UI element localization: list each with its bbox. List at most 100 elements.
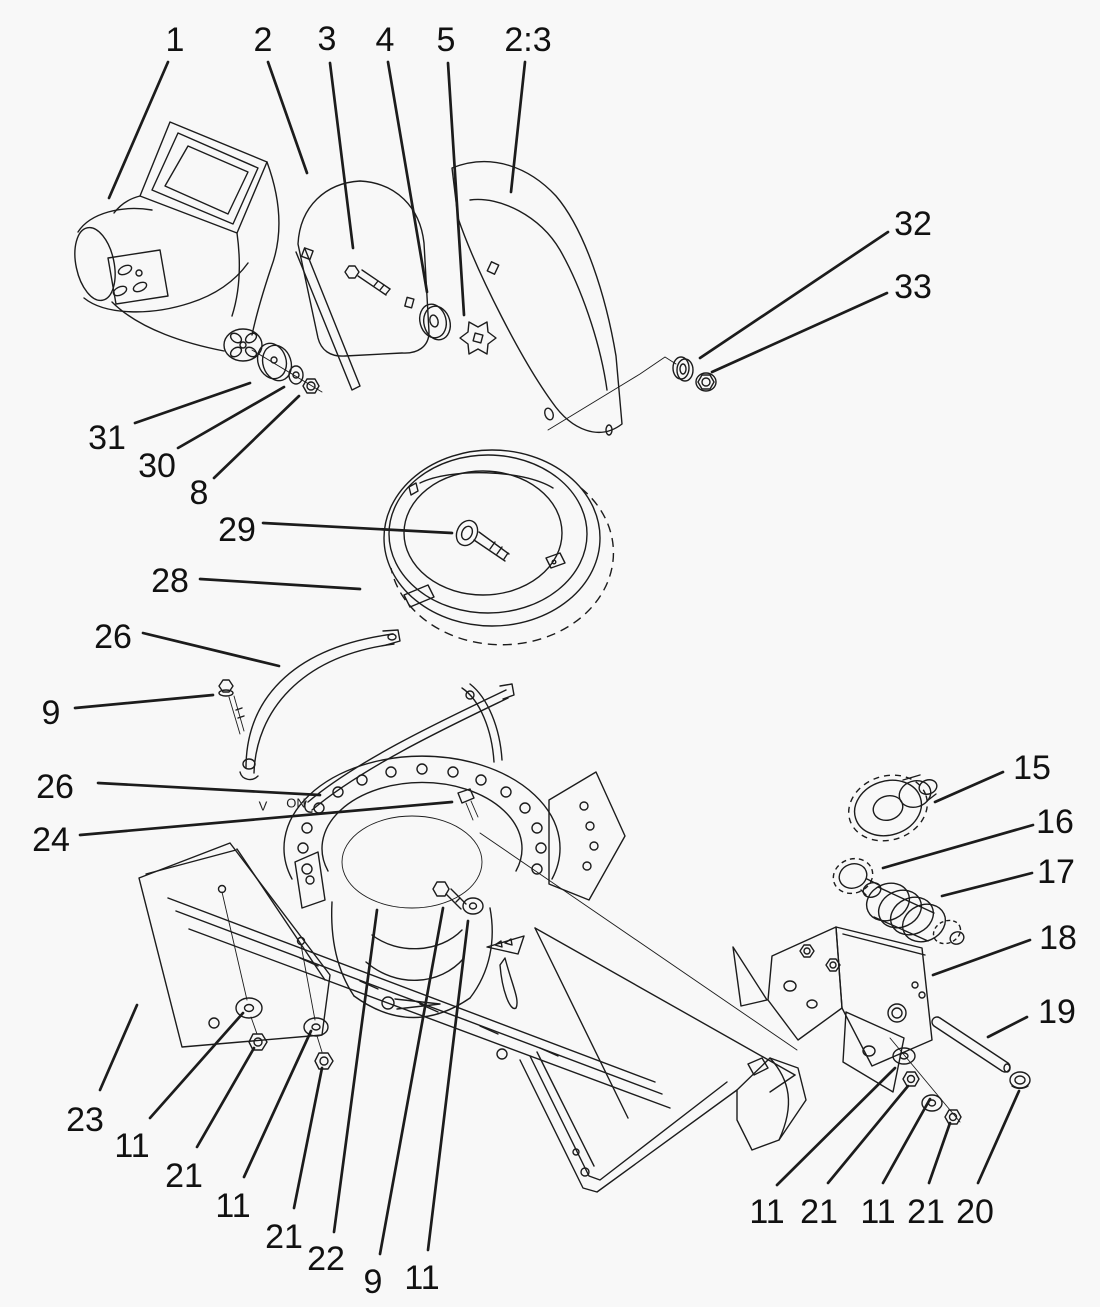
callout-16-18: 16	[1036, 803, 1074, 841]
leader-line-15-17	[933, 770, 1005, 804]
leader-line-20-34	[976, 1089, 1021, 1185]
cast-mark-1: ON	[286, 796, 306, 811]
callout-26-13: 26	[94, 618, 132, 656]
callout-11-29: 11	[404, 1259, 439, 1297]
callout-11-32: 11	[860, 1193, 895, 1231]
callout-5-4: 5	[437, 21, 456, 59]
gear-15	[847, 774, 938, 842]
part-mounting-flange-assembly	[283, 683, 626, 909]
leader-line-11-23	[148, 1011, 245, 1120]
bolt-9-upper	[218, 679, 245, 735]
bracket-18	[767, 926, 933, 1093]
bolt-9-washer-11-mid	[432, 881, 484, 915]
leader-line-21-26	[292, 1066, 324, 1210]
side-plate-23	[138, 842, 331, 1048]
washer-4	[418, 303, 452, 341]
callout-19-21: 19	[1038, 993, 1076, 1031]
leader-line-4-3	[386, 60, 429, 294]
callout-18-20: 18	[1039, 919, 1077, 957]
callout-11-25: 11	[215, 1187, 250, 1225]
leader-line-32-6	[698, 230, 890, 360]
washer-30	[288, 365, 304, 385]
hardware-washer-32-nut-33	[547, 356, 717, 431]
cap-nut-20	[1009, 1071, 1031, 1090]
warning-decal	[486, 935, 525, 1010]
callout-17-19: 17	[1037, 853, 1075, 891]
cast-mark-0: V	[259, 799, 268, 814]
callout-2-1: 2	[254, 21, 273, 59]
leader-line-11-30	[775, 1066, 897, 1187]
leader-line-22-27	[332, 908, 379, 1234]
leader-line-9-28	[378, 906, 445, 1256]
leader-line-11-25	[242, 1029, 313, 1179]
leader-line-19-21	[986, 1015, 1029, 1039]
carriage-bolt-24	[457, 788, 479, 821]
callout-32-6: 32	[894, 205, 932, 243]
callout-33-7: 33	[894, 268, 932, 306]
part-retainer-straps-26	[218, 629, 515, 813]
callout-8-10: 8	[190, 474, 209, 512]
bolt-29	[455, 519, 510, 562]
frame-rails	[167, 897, 671, 1109]
right-side-plate	[534, 927, 796, 1119]
washer-32	[672, 356, 694, 382]
flange-locknut-33	[695, 372, 717, 392]
leader-line-21-33	[927, 1121, 952, 1185]
hardware-washer-31-30-nut-8	[251, 342, 323, 394]
hardware-left-washers-nuts	[221, 891, 334, 1070]
callout-21-26: 21	[265, 1218, 303, 1256]
callout-11-23: 11	[114, 1127, 149, 1165]
leader-line-1-0	[107, 60, 170, 200]
callout-9-14: 9	[42, 694, 61, 732]
leader-line-26-13	[141, 631, 281, 668]
skid-bracket	[736, 1057, 807, 1151]
part-chute-deflector-assembly	[74, 121, 280, 362]
chute-rotor-fan	[223, 328, 263, 362]
callout-28-12: 28	[151, 562, 189, 600]
leader-line-29-11	[261, 521, 454, 535]
leader-line-3-2	[328, 61, 355, 250]
leader-line-21-24	[195, 1046, 256, 1149]
leader-line-31-8	[133, 381, 252, 425]
callout-20-34: 20	[956, 1193, 994, 1231]
shaft-19	[931, 1016, 1011, 1073]
bolt-3	[344, 265, 391, 296]
part-side-panel-2-3	[451, 160, 623, 436]
leader-line-28-12	[198, 577, 362, 591]
washer-11-left-2	[303, 1017, 329, 1037]
locknut-21-left-2	[314, 1052, 334, 1070]
leader-line-21-31	[826, 1084, 910, 1185]
star-lock-gear-5	[459, 321, 497, 355]
callout-23-22: 23	[66, 1101, 104, 1139]
leader-line-11-32	[881, 1097, 932, 1185]
leader-line-23-22	[98, 1003, 139, 1092]
callout-4-3: 4	[376, 21, 395, 59]
leader-line-24-16	[78, 800, 454, 837]
leader-line-11-29	[426, 919, 470, 1252]
callout-30-9: 30	[138, 447, 176, 485]
callout-31-8: 31	[88, 419, 126, 457]
callout-11-30: 11	[749, 1193, 784, 1231]
leader-line-5-4	[446, 61, 466, 317]
part-chute-ring-gear	[383, 449, 615, 646]
callout-24-16: 24	[32, 821, 70, 859]
part-gear-side-plate	[295, 180, 497, 391]
washer-11-left-1	[235, 997, 263, 1019]
leader-line-30-9	[176, 385, 286, 450]
callout-1-0: 1	[166, 21, 185, 59]
callout-3-2: 3	[318, 20, 337, 58]
leader-line-8-10	[212, 394, 301, 480]
leader-line-17-19	[940, 871, 1034, 898]
callout-21-33: 21	[907, 1193, 945, 1231]
callout-21-24: 21	[165, 1157, 203, 1195]
leader-line-33-7	[710, 291, 889, 374]
washer-31	[256, 342, 288, 380]
locknut-21-left-1	[248, 1033, 268, 1051]
locknut-8	[302, 378, 320, 394]
leader-line-16-18	[881, 823, 1035, 870]
leader-line-2:3-5	[509, 60, 527, 194]
pinion-gear-16	[832, 857, 882, 898]
leader-line-26-15	[96, 781, 322, 797]
